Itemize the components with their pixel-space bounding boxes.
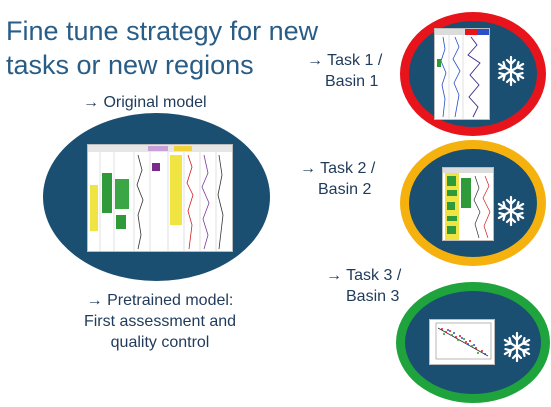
arrow-right-icon: → — [83, 94, 99, 111]
task-2-label: → Task 2 / Basin 2 — [300, 160, 376, 198]
snowflake-icon — [495, 195, 527, 227]
arrow-right-icon: → — [307, 52, 323, 69]
task-1-label: → Task 1 / Basin 1 — [307, 52, 383, 90]
task-2-oval — [400, 140, 546, 266]
pretrained-model-label: → Pretrained model: First assessment and… — [83, 292, 237, 351]
well-log-thumbnail — [87, 144, 233, 252]
original-model-oval — [43, 113, 270, 281]
task-2-thumbnail — [442, 167, 494, 241]
task-1-thumbnail — [434, 28, 490, 120]
task-3-label: → Task 3 / Basin 3 — [326, 267, 402, 305]
arrow-right-icon: → — [300, 160, 316, 177]
slide-title: Fine tune strategy for new tasks or new … — [6, 16, 319, 80]
snowflake-icon — [501, 331, 533, 363]
original-model-label: → Original model — [83, 94, 207, 111]
snowflake-icon — [495, 55, 527, 87]
task-3-thumbnail — [429, 319, 495, 365]
task-1-oval — [400, 12, 546, 136]
arrow-right-icon: → — [86, 292, 103, 309]
arrow-right-icon: → — [326, 267, 342, 284]
task-3-oval — [396, 282, 550, 403]
